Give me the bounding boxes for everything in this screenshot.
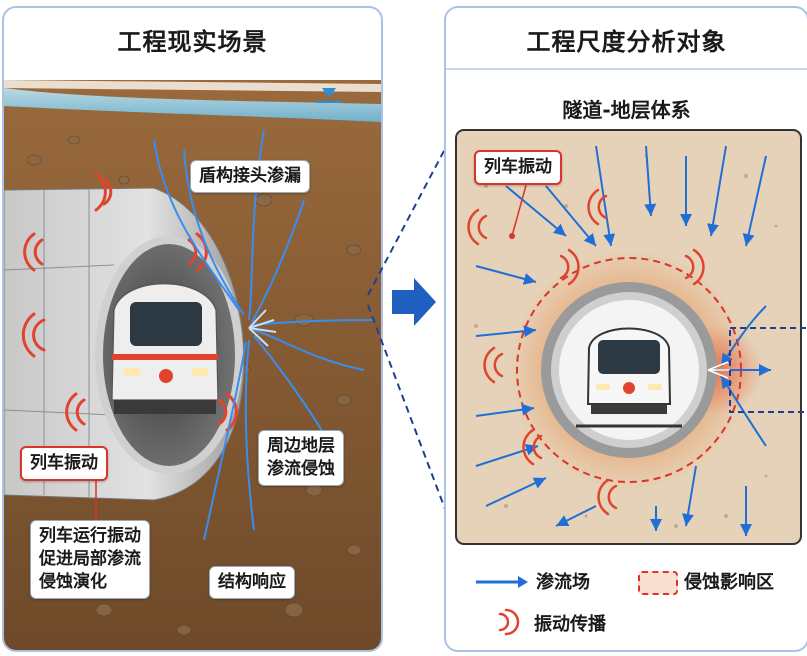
vibration-note-callout: 列车运行振动 促进局部渗流 侵蚀演化	[30, 520, 150, 599]
vibration-arcs	[467, 188, 705, 516]
erosion-legend-swatch	[638, 571, 678, 595]
left-panel-title: 工程现实场景	[117, 28, 268, 56]
seepage-legend-icon	[476, 576, 528, 588]
structure-response-callout: 结构响应	[209, 566, 295, 599]
erosion-legend-label: 侵蚀影响区	[684, 572, 774, 593]
right-panel: 工程尺度分析对象 隧道-地层体系	[444, 6, 807, 652]
train-vibration-callout-left: 列车振动	[20, 446, 108, 481]
train-vibration-callout-right: 列车振动	[474, 150, 562, 185]
stratum-erosion-line2: 渗流侵蚀	[267, 458, 335, 479]
seepage-legend-label: 渗流场	[536, 572, 590, 593]
right-panel-subtitle: 隧道-地层体系	[562, 98, 691, 122]
stratum-erosion-callout: 周边地层 渗流侵蚀	[258, 430, 344, 486]
right-arrow-icon	[392, 278, 436, 326]
train-front-icon	[576, 327, 682, 428]
left-panel: 工程现实场景	[2, 6, 383, 652]
note-line2: 促进局部渗流	[39, 548, 141, 569]
train-icon	[111, 283, 219, 414]
vibration-waves	[21, 172, 238, 432]
note-line3: 侵蚀演化	[39, 571, 107, 592]
title-divider	[446, 68, 807, 70]
seepage-arrows	[475, 145, 771, 536]
analysis-diagram	[455, 129, 807, 545]
stratum-erosion-line1: 周边地层	[267, 436, 335, 456]
vibration-legend-icon	[498, 608, 520, 636]
right-panel-title: 工程尺度分析对象	[526, 28, 727, 56]
note-line1: 列车运行振动	[39, 526, 141, 546]
legend: 渗流场 侵蚀影响区 振动传播	[446, 564, 807, 648]
joint-leak-callout: 盾构接头渗漏	[190, 160, 310, 193]
vibration-legend-label: 振动传播	[534, 614, 606, 635]
